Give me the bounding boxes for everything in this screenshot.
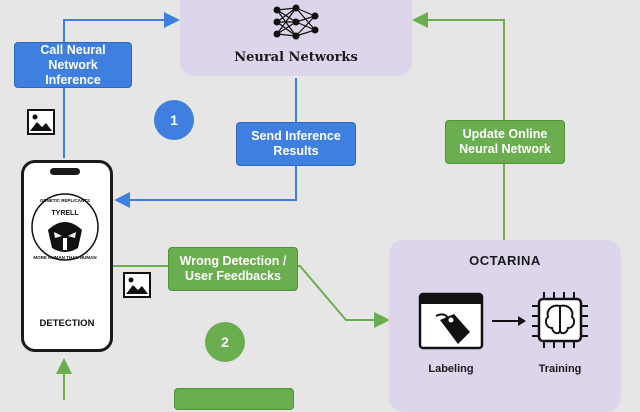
step-two-badge: 2 [205,322,245,362]
training-label: Training [538,363,582,375]
send-results-label: Send Inference Results [236,122,356,166]
arrow-update-online [412,12,505,240]
logo-name-text: TYRELL [51,210,79,217]
arrow-call-inference [63,12,180,158]
labeling-label: Labeling [428,363,474,375]
image-icon [123,272,151,298]
call-inference-label: Call Neural Network Inference [14,42,132,88]
phone-notch [50,168,80,175]
labeling-to-training-arrow [490,314,528,328]
neural-networks-title: Neural Networks [234,50,358,65]
tyrell-logo [30,192,100,262]
logo-bottom-text: MORE HUMAN THAN HUMAN [33,255,97,260]
logo-top-text: GENETIC REPLICANTS [39,198,90,203]
step-one-badge: 1 [154,100,194,140]
phone-caption: DETECTION [39,318,95,329]
arrow-send-results [114,78,297,208]
bottom-partial-label [174,388,294,410]
wrong-detection-label: Wrong Detection / User Feedbacks [168,247,298,291]
brain-chip-icon [530,290,590,350]
update-online-label: Update Online Neural Network [445,120,565,164]
octarina-title: OCTARINA [469,253,541,268]
labeling-icon [418,292,484,350]
neural-network-icon [271,2,321,42]
image-icon [27,109,55,135]
